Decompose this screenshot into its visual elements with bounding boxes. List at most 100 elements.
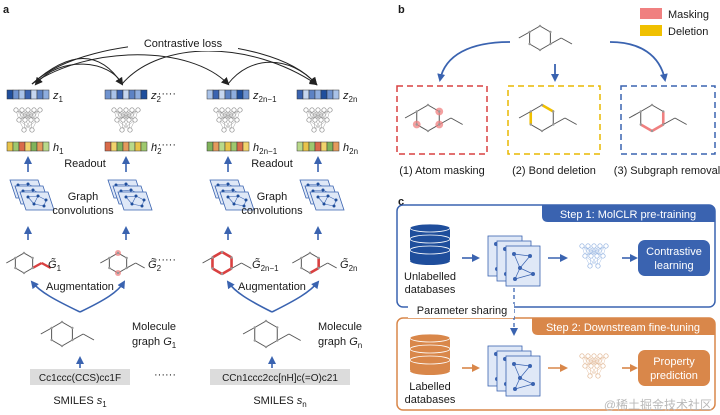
z-label: z2n xyxy=(342,90,357,104)
h-subscript: 2n−1 xyxy=(259,147,278,156)
mlp-edge xyxy=(589,365,604,377)
mol-atom xyxy=(538,48,542,52)
conv-node xyxy=(42,204,46,208)
mlp-node xyxy=(579,353,585,359)
z-vector-cell xyxy=(30,89,38,100)
mol-atom xyxy=(230,267,233,270)
contrastive-loss-label: Contrastive loss xyxy=(144,38,223,50)
vertical-flow-arrows xyxy=(24,156,322,368)
mlp-node xyxy=(595,373,601,379)
mlp-node xyxy=(117,107,123,113)
z-vector-cell xyxy=(296,89,304,100)
mol-bond xyxy=(541,103,554,113)
mlp-node xyxy=(13,107,19,113)
gnn-edge xyxy=(514,383,534,390)
conv-edge xyxy=(222,189,234,192)
h-vector-cell xyxy=(326,141,334,152)
gnn-node xyxy=(512,362,516,366)
mlp-node xyxy=(37,107,43,113)
mol-bond xyxy=(530,104,543,112)
convolutions-label-left: convolutions xyxy=(52,205,114,217)
database-layer xyxy=(410,250,450,260)
z-subscript: 2n xyxy=(349,95,358,104)
mol-atom xyxy=(552,123,555,126)
h-vector-cell xyxy=(224,141,232,152)
conv-edge xyxy=(27,195,39,198)
mlp-edge xyxy=(18,109,41,121)
z-vector-cell xyxy=(42,89,50,100)
mlp-node xyxy=(594,253,600,259)
mol-atom xyxy=(549,30,552,34)
augmentation-label-right: Augmentation xyxy=(238,281,306,293)
mol-bond xyxy=(61,321,73,329)
database-base xyxy=(410,257,450,265)
prediction-text: prediction xyxy=(650,370,698,382)
labelled-text: Labelled xyxy=(409,381,451,393)
augmented-graph-subscript: 1 xyxy=(57,264,62,273)
z-vector-cell xyxy=(314,89,322,100)
conv-layer xyxy=(309,191,345,211)
smiles-box-1 xyxy=(30,369,130,385)
conv-node xyxy=(26,195,30,199)
mol-bond xyxy=(529,43,541,51)
conv-node xyxy=(226,182,230,186)
database-layer xyxy=(410,360,450,370)
mol-tail xyxy=(241,262,252,269)
mol-atom xyxy=(14,266,17,270)
mol-bond xyxy=(539,43,551,51)
mol-bond xyxy=(221,250,233,259)
conv-node xyxy=(26,182,30,186)
mol-atom xyxy=(253,339,256,342)
mlp-edge xyxy=(116,109,133,121)
mlp-node xyxy=(119,127,125,133)
mol-tail xyxy=(318,262,328,269)
panel-b: b Masking Deletion (1) Atom masking (2) … xyxy=(396,4,720,177)
mlp-node xyxy=(221,127,227,133)
mlp-node xyxy=(582,363,588,369)
mlp-edge xyxy=(24,109,41,121)
mol-tail xyxy=(450,117,463,125)
conv-node xyxy=(31,188,35,192)
h-label: h2 xyxy=(151,142,162,156)
contrastive-loss-bg xyxy=(128,35,238,51)
h-label: h2n−1 xyxy=(253,142,278,156)
database-layer-top xyxy=(409,234,451,244)
mol-atom xyxy=(426,103,430,107)
mlp-node xyxy=(327,107,333,113)
h-vector-cell xyxy=(302,141,310,152)
mol-atom xyxy=(60,344,64,348)
h-vector-cell xyxy=(140,141,148,152)
mlp-node xyxy=(225,107,231,113)
mol-atom xyxy=(108,256,111,260)
z-vector-cell xyxy=(326,89,334,100)
mlp-node xyxy=(132,117,138,123)
mol-bond xyxy=(541,124,554,132)
database-layer xyxy=(410,239,450,249)
mol-bond xyxy=(15,252,25,259)
mlp-node xyxy=(219,107,225,113)
watermark: @稀土掘金技术社区 xyxy=(604,397,712,412)
z-label: z1 xyxy=(52,90,64,104)
gnn-edge xyxy=(513,253,521,269)
legend-deletion-label: Deletion xyxy=(668,26,708,38)
mlp-node xyxy=(25,107,31,113)
conv-layer xyxy=(117,191,153,211)
mlp-node xyxy=(216,117,222,123)
conv-edge xyxy=(125,195,137,198)
mol-bond xyxy=(51,321,63,329)
panel-c: c Step 1: MolCLR pre-training Step 2: Do… xyxy=(396,196,716,411)
mlp-node xyxy=(306,117,312,123)
mol-atom xyxy=(71,326,74,330)
mol-bond xyxy=(539,25,551,33)
mol-tail xyxy=(564,117,577,125)
h-subscript: 2 xyxy=(157,147,162,156)
h-vector-cell xyxy=(128,141,136,152)
mol-tail xyxy=(327,262,337,269)
atom-masking-box xyxy=(396,85,488,155)
mlp-node xyxy=(22,117,28,123)
h-vector-cell xyxy=(36,141,44,152)
mlp-edge xyxy=(584,355,601,367)
mlp-node xyxy=(19,107,25,113)
